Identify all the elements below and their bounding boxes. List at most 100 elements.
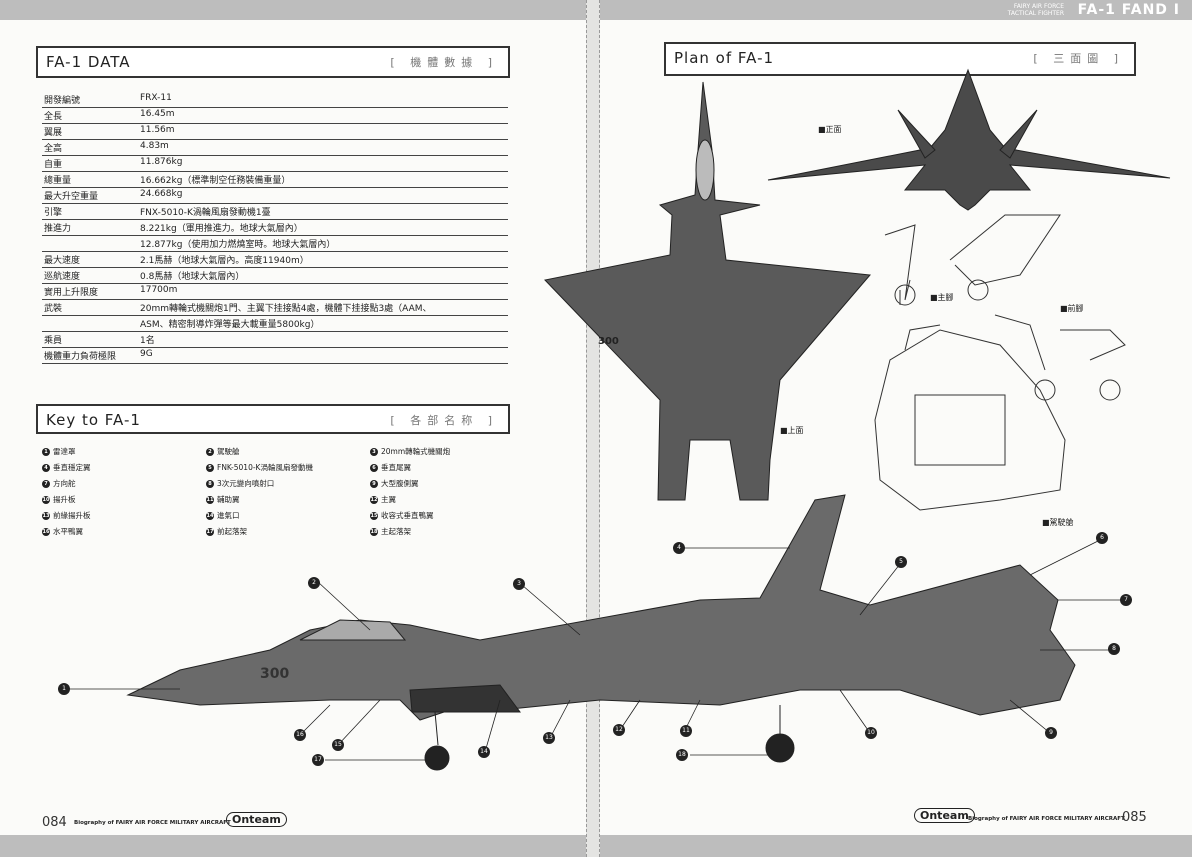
spec-value: 11.56m bbox=[138, 123, 508, 140]
top-bar-left bbox=[0, 0, 588, 20]
spec-key: 乘員 bbox=[42, 331, 138, 348]
callout-15: 15 bbox=[332, 739, 344, 751]
left-footer-logo: Onteam bbox=[226, 812, 287, 827]
front-view-label: ■正面 bbox=[818, 125, 842, 134]
key-text: 前起落架 bbox=[217, 527, 247, 536]
plan-subtitle: [ 三面圖 ] bbox=[1033, 52, 1124, 65]
spec-value: 0.8馬赫（地球大氣層內） bbox=[138, 267, 508, 284]
key-text: 輔助翼 bbox=[217, 495, 240, 504]
spec-key: 武裝 bbox=[42, 299, 138, 316]
data-subtitle: [ 機體數據 ] bbox=[390, 56, 498, 69]
key-text: 方向舵 bbox=[53, 479, 76, 488]
spec-row: ASM、精密制導炸彈等最大載重量5800kg） bbox=[42, 315, 508, 332]
right-page-number: 085 bbox=[1122, 810, 1147, 825]
right-footer-logo: Onteam bbox=[914, 808, 975, 823]
main-gear-label: ■主腳 bbox=[930, 293, 954, 302]
spec-value: 16.45m bbox=[138, 107, 508, 124]
key-subtitle: [ 各部名称 ] bbox=[390, 414, 498, 427]
leader-lines bbox=[70, 539, 1125, 761]
callout-4: 4 bbox=[673, 542, 685, 554]
data-title: FA-1 DATA bbox=[46, 53, 131, 71]
key-text: 收容式垂直鴨翼 bbox=[381, 511, 434, 520]
front-view-drawing bbox=[767, 68, 1171, 211]
header-title: FA-1 FAND I bbox=[1077, 2, 1180, 18]
key-text: 大型腹側翼 bbox=[381, 479, 419, 488]
key-section-header: Key to FA-1 [ 各部名称 ] bbox=[36, 404, 510, 434]
spec-key: 巡航速度 bbox=[42, 267, 138, 284]
spec-key: 翼展 bbox=[42, 123, 138, 140]
key-number: 5 bbox=[206, 464, 214, 472]
callout-14: 14 bbox=[478, 746, 490, 758]
key-number: 4 bbox=[42, 464, 50, 472]
key-number: 1 bbox=[42, 448, 50, 456]
spec-key: 自重 bbox=[42, 155, 138, 172]
key-text: 雷達罩 bbox=[53, 447, 76, 456]
spec-value: 8.221kg（軍用推進力。地球大氣層內） bbox=[138, 219, 508, 236]
spec-key: 推進力 bbox=[42, 219, 138, 236]
key-number: 8 bbox=[206, 480, 214, 488]
key-text: 20mm轉輪式機關炮 bbox=[381, 447, 451, 456]
key-title: Key to FA-1 bbox=[46, 411, 141, 429]
spec-value: 12.877kg（使用加力燃燒室時。地球大氣層內） bbox=[138, 235, 508, 252]
cockpit-label: ■駕駛艙 bbox=[1042, 518, 1074, 527]
plan-section-header: Plan of FA-1 [ 三面圖 ] bbox=[664, 42, 1136, 76]
key-number: 18 bbox=[370, 528, 378, 536]
key-number: 7 bbox=[42, 480, 50, 488]
key-text: 前緣揚升板 bbox=[53, 511, 91, 520]
callout-13: 13 bbox=[543, 732, 555, 744]
key-text: 進氣口 bbox=[217, 511, 240, 520]
spec-key: 全長 bbox=[42, 107, 138, 124]
left-footer-text: Biography of FAIRY AIR FORCE MILITARY AI… bbox=[74, 820, 231, 826]
spec-value: 17700m bbox=[138, 283, 508, 300]
callout-7: 7 bbox=[1120, 594, 1132, 606]
key-text: 3次元變向噴射口 bbox=[217, 479, 275, 488]
spec-key: 開發編號 bbox=[42, 92, 138, 108]
bottom-bar-left bbox=[0, 835, 588, 857]
spec-key: 最大速度 bbox=[42, 251, 138, 268]
key-number: 14 bbox=[206, 512, 214, 520]
callout-16: 16 bbox=[294, 729, 306, 741]
data-section-header: FA-1 DATA [ 機體數據 ] bbox=[36, 46, 510, 78]
spec-key: 總重量 bbox=[42, 171, 138, 188]
key-text: 水平鴨翼 bbox=[53, 527, 83, 536]
spec-key bbox=[42, 315, 138, 332]
key-number: 16 bbox=[42, 528, 50, 536]
spec-value: 1名 bbox=[138, 331, 508, 348]
landing-gear-sketches bbox=[884, 214, 1126, 401]
spec-key: 機體重力負荷極限 bbox=[42, 347, 138, 364]
top-view-drawing bbox=[544, 81, 872, 501]
callout-5: 5 bbox=[895, 556, 907, 568]
key-text: 駕駛艙 bbox=[217, 447, 240, 456]
key-number: 9 bbox=[370, 480, 378, 488]
key-text: 垂直尾翼 bbox=[381, 463, 411, 472]
right-footer-text: Biography of FAIRY AIR FORCE MILITARY AI… bbox=[968, 816, 1125, 822]
key-number: 3 bbox=[370, 448, 378, 456]
callout-3: 3 bbox=[513, 578, 525, 590]
key-number: 11 bbox=[206, 496, 214, 504]
plan-title: Plan of FA-1 bbox=[674, 49, 775, 67]
callout-6: 6 bbox=[1096, 532, 1108, 544]
callout-2: 2 bbox=[308, 577, 320, 589]
spec-key bbox=[42, 235, 138, 252]
key-text: 垂直穩定翼 bbox=[53, 463, 91, 472]
callout-17: 17 bbox=[312, 754, 324, 766]
callout-8: 8 bbox=[1108, 643, 1120, 655]
